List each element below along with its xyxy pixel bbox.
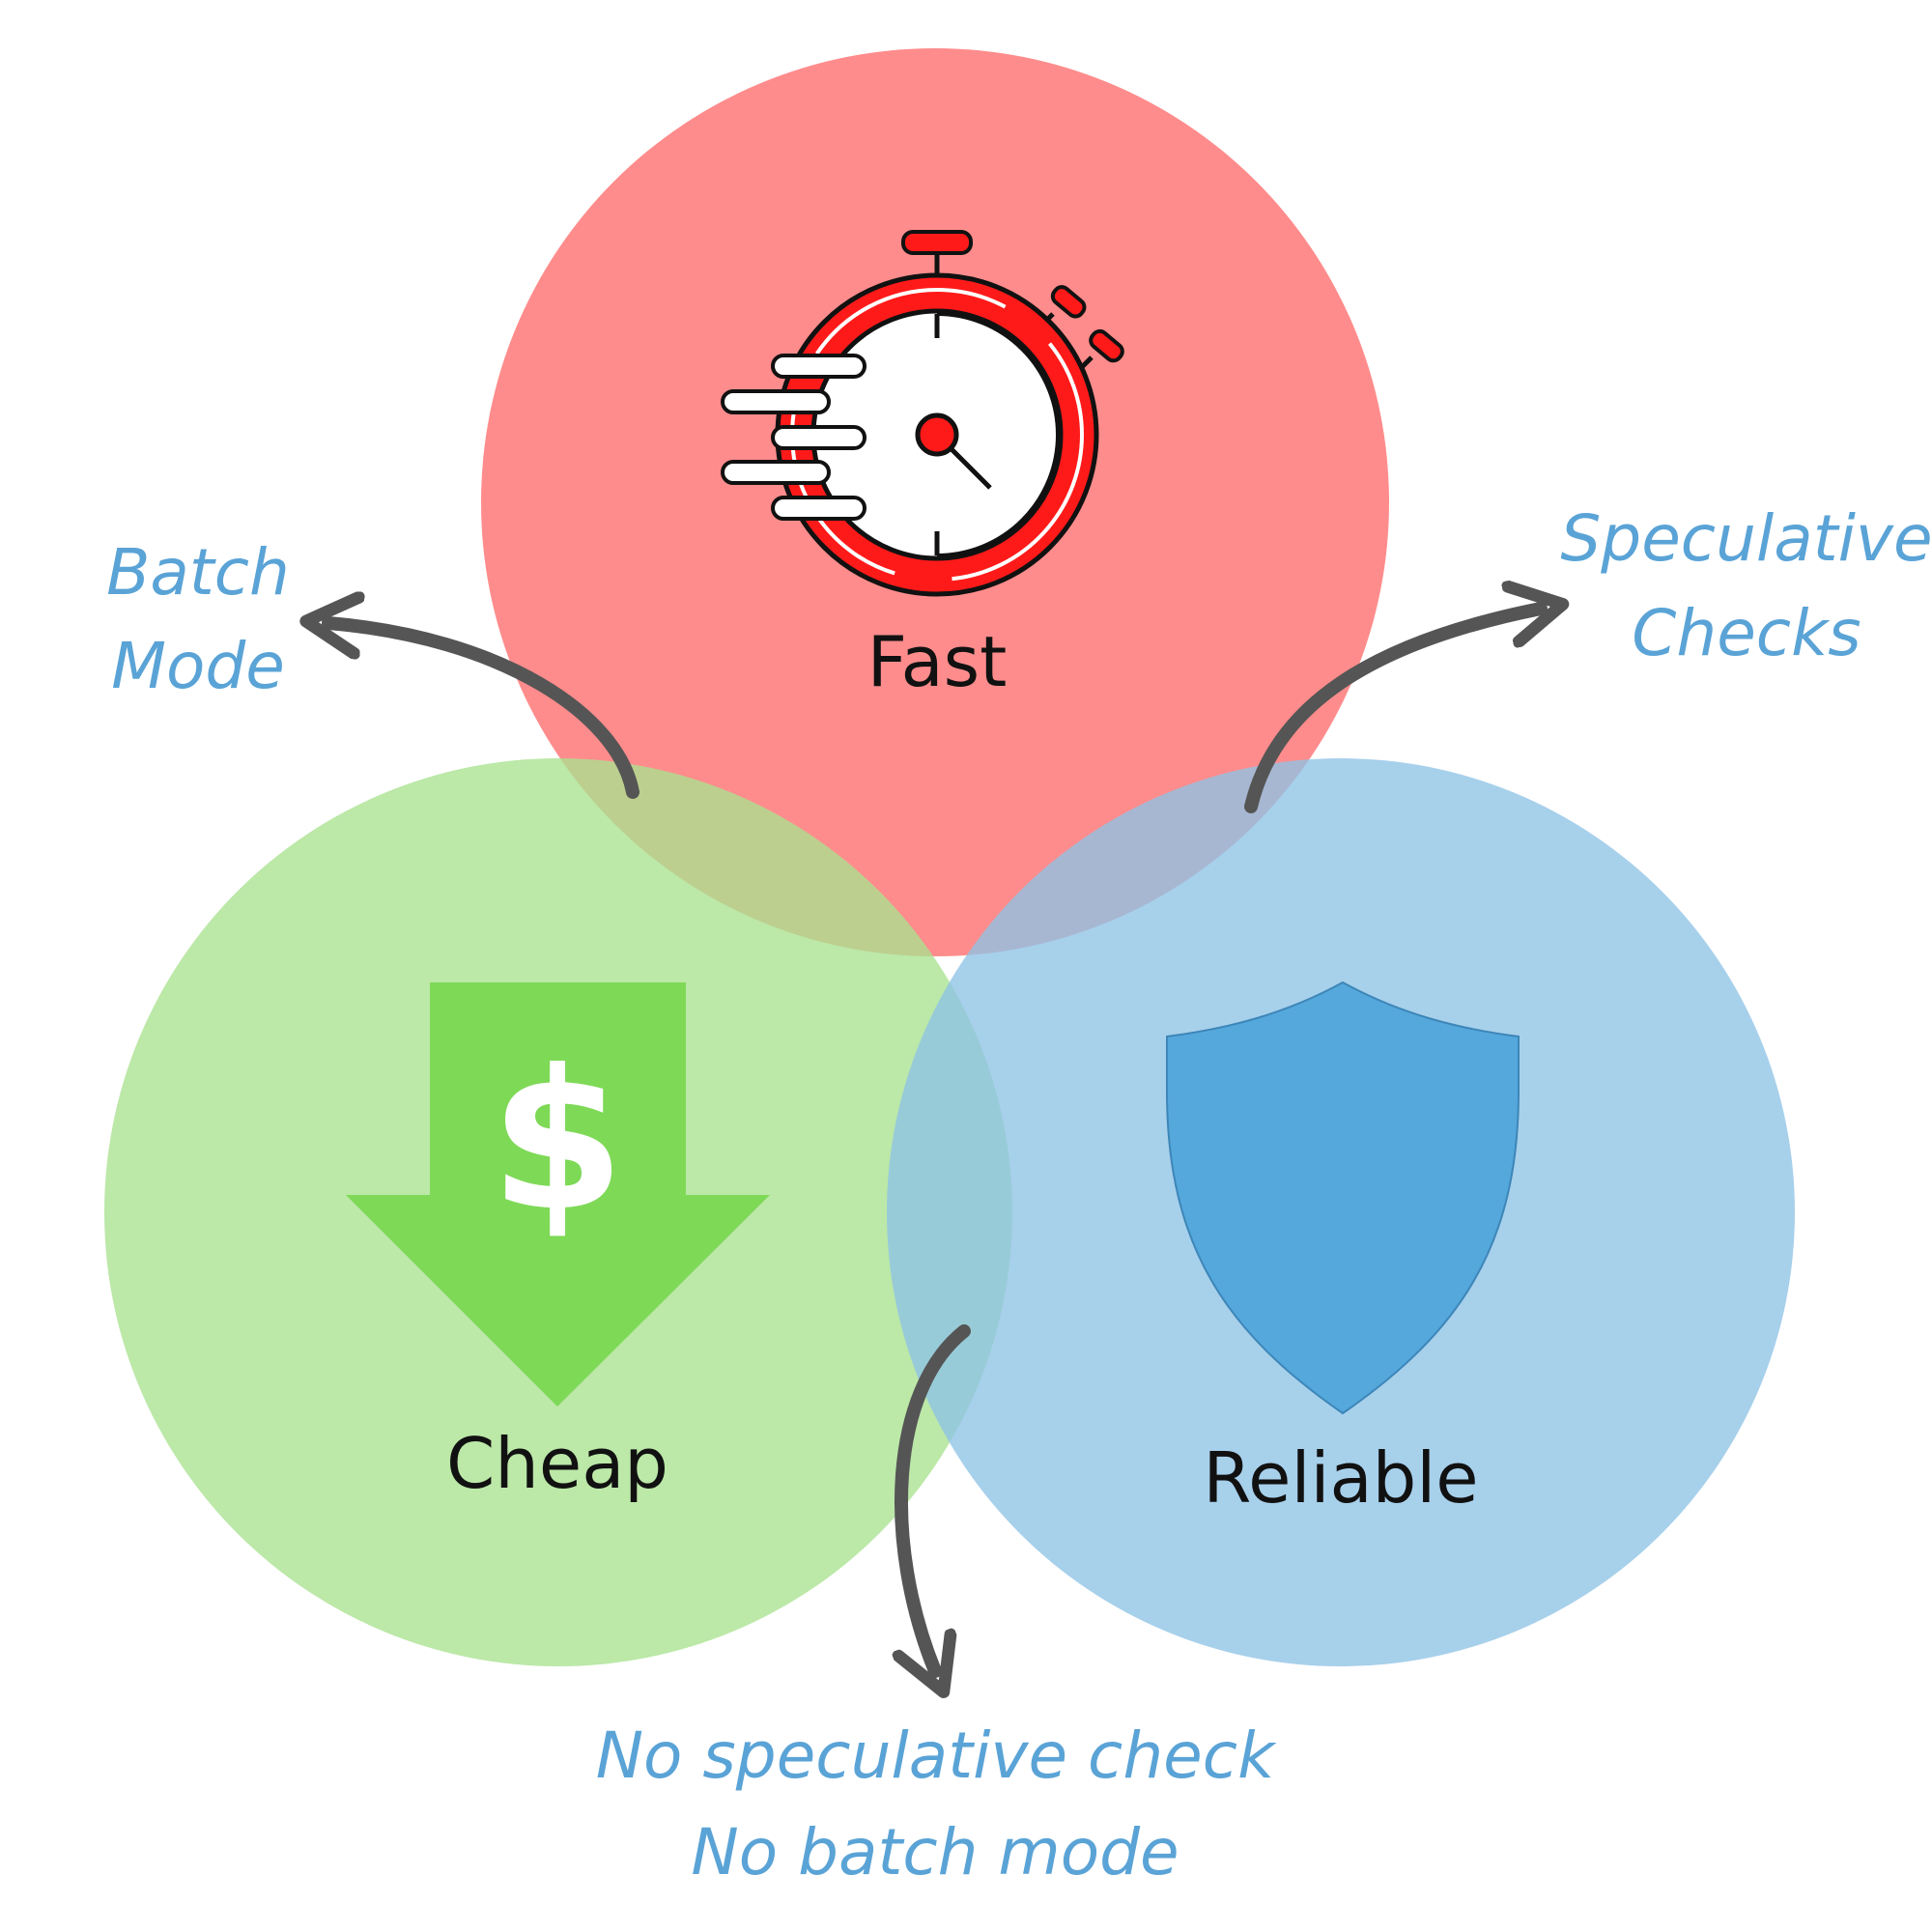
speculative-checks-arrow (1244, 609, 1541, 813)
speculative-checks-note: Speculative Checks (1560, 501, 1932, 670)
speculative-checks-line2: Checks (1632, 596, 1861, 670)
cheap-label: Cheap (446, 1423, 668, 1504)
bottom-note-line1: No speculative check (596, 1719, 1277, 1793)
batch-mode-line2: Mode (111, 629, 285, 703)
stopwatch-icon (721, 230, 1124, 597)
shield-icon (1166, 980, 1520, 1415)
batch-mode-arrow (328, 623, 639, 799)
dollar-symbol: $ (490, 1029, 624, 1254)
batch-mode-line1: Batch (106, 535, 290, 610)
speculative-checks-line1: Speculative (1560, 501, 1932, 576)
batch-mode-note: Batch Mode (106, 535, 290, 703)
bottom-note-line2: No batch mode (691, 1815, 1179, 1889)
dollar-down-arrow-icon: $ (346, 982, 770, 1406)
fast-label: Fast (867, 621, 1008, 702)
reliable-label: Reliable (1203, 1437, 1478, 1519)
bottom-note: No speculative check No batch mode (596, 1719, 1277, 1889)
bottom-arrow (901, 1324, 971, 1671)
